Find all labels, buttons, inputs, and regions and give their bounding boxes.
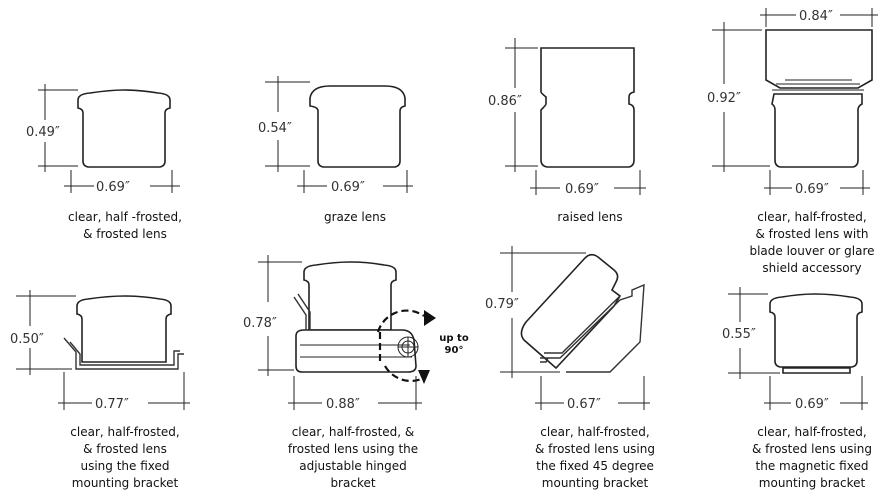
item-1-lens [77, 89, 171, 168]
arrow-up-icon [424, 310, 436, 326]
item-5-height-dim: 0.50″ [10, 290, 76, 375]
item-2-caption: graze lens [324, 210, 386, 224]
item-2-lens [309, 85, 406, 168]
item-5-bracket [63, 337, 184, 370]
hinge-rotation-note: up to 90° [439, 333, 469, 356]
item-6-width-dim: 0.88″ [288, 376, 422, 412]
arrow-down-icon [418, 370, 430, 384]
item-2-width-dim: 0.69″ [297, 170, 413, 195]
item-3-width-dim: 0.69″ [530, 170, 646, 197]
item-5-width-dim: 0.77″ [58, 372, 190, 412]
dim-label: 0.67″ [567, 397, 601, 412]
item-7-width-dim: 0.67″ [535, 376, 650, 412]
item-4-height-dim: 0.92″ [707, 22, 770, 172]
dim-label: 0.55″ [722, 327, 756, 342]
dim-label: 0.69″ [96, 180, 130, 195]
item-5-caption: clear, half-frosted, & frosted lens usin… [70, 425, 180, 490]
dim-label: 0.84″ [799, 9, 833, 24]
item-6-hinged-bracket [293, 293, 417, 373]
item-8-caption: clear, half-frosted, & frosted lens usin… [752, 425, 872, 490]
item-3-caption: raised lens [557, 210, 623, 224]
item-1-caption: clear, half -frosted, & frosted lens [68, 210, 182, 241]
dim-label: 0.50″ [10, 332, 44, 347]
item-7-lens [520, 253, 622, 370]
dim-label: 0.69″ [331, 180, 365, 195]
item-7-caption: clear, half-frosted, & frosted lens usin… [535, 425, 655, 490]
item-6-hinge-pivot [376, 309, 436, 384]
item-4-top-width-dim: 0.84″ [760, 8, 878, 27]
item-8-height-dim: 0.55″ [722, 287, 780, 379]
dim-label: 0.69″ [795, 182, 829, 197]
item-8-width-dim: 0.69″ [764, 376, 868, 412]
item-6-height-dim: 0.78″ [243, 255, 302, 376]
item-5-lens [76, 295, 172, 363]
item-4-caption: clear, half-frosted, & frosted lens with… [749, 210, 875, 275]
item-6-caption: clear, half-frosted, & frosted lens usin… [287, 425, 419, 490]
dim-label: 0.54″ [258, 121, 292, 136]
item-7-height-dim: 0.79″ [485, 246, 586, 378]
item-3-height-dim: 0.86″ [488, 38, 538, 172]
dim-label: 0.92″ [707, 91, 741, 106]
item-6-lens [303, 261, 397, 331]
item-2-height-dim: 0.54″ [258, 76, 310, 172]
item-1-height-dim: 0.49″ [26, 84, 78, 172]
item-4-width-dim: 0.69″ [764, 170, 870, 197]
item-4-louver [765, 29, 873, 91]
item-8-lens [769, 293, 863, 368]
dim-label: 0.69″ [795, 397, 829, 412]
item-8-magnetic-bracket [782, 367, 851, 374]
dim-label: 0.86″ [488, 94, 522, 109]
dim-label: 0.88″ [326, 397, 360, 412]
dim-label: 0.69″ [565, 182, 599, 197]
item-7-bracket [540, 283, 645, 373]
item-3-lens [540, 47, 635, 168]
dim-label: 0.49″ [26, 125, 60, 140]
item-4-lens [771, 93, 863, 168]
dim-label: 0.79″ [485, 297, 519, 312]
dim-label: 0.78″ [243, 316, 277, 331]
item-1-width-dim: 0.69″ [64, 170, 180, 195]
dim-label: 0.77″ [95, 397, 129, 412]
